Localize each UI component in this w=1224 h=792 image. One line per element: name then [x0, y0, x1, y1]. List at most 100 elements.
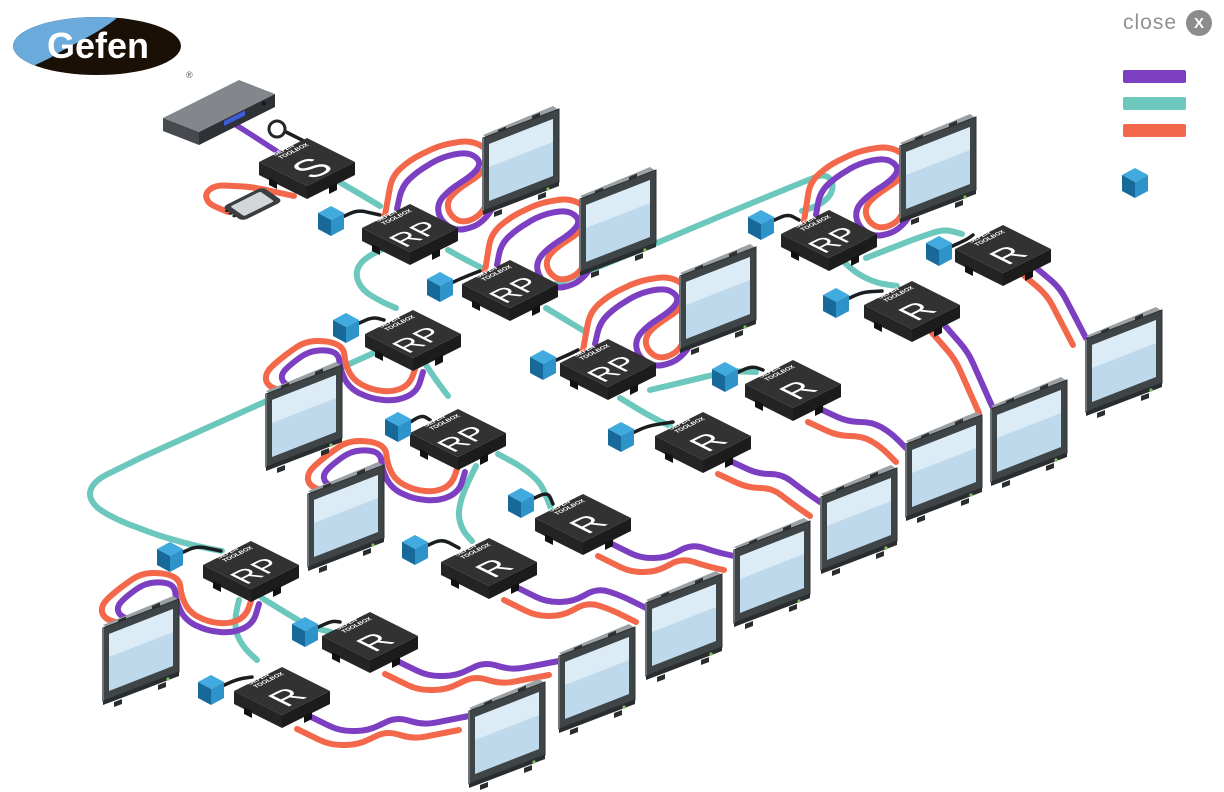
cube-r8	[198, 675, 224, 705]
tv-power-led-icon	[371, 543, 375, 547]
display-8	[1085, 307, 1163, 418]
display-11	[820, 465, 898, 576]
remote-keypad	[224, 188, 281, 220]
cube-r2	[823, 288, 849, 318]
display-7	[102, 596, 180, 707]
teal-cable-rp3-rp7	[87, 349, 379, 554]
teal-cable-rp1-rp2	[445, 247, 485, 271]
cube-rp3	[333, 313, 359, 343]
close-button[interactable]: close X	[1123, 10, 1212, 36]
cube-rp2	[427, 272, 453, 302]
cube-r7	[292, 617, 318, 647]
purple-cable-rp1-d1	[394, 150, 496, 233]
purple-cable-r7-d14	[392, 657, 562, 679]
display-3	[679, 244, 757, 355]
orange-cable-rp6-d6	[304, 438, 461, 497]
orange-cable-r3-d10	[805, 419, 899, 465]
cube-r5	[508, 488, 534, 518]
display-14	[558, 624, 636, 735]
wire-cube-rp5	[768, 213, 801, 224]
cube-r6	[402, 535, 428, 565]
orange-cable-rp7-d7	[98, 570, 255, 629]
teal-cable-s-rp1	[333, 177, 383, 209]
wire-cube-r7	[312, 619, 342, 631]
purple-cable-r2-d9	[937, 317, 995, 409]
wire-cube-r3	[732, 365, 765, 376]
tv-power-led-icon	[643, 248, 647, 252]
remote-screen	[231, 192, 274, 216]
close-x-icon: X	[1186, 10, 1212, 36]
wire-cube-rp2	[447, 269, 482, 286]
tv-power-led-icon	[963, 195, 967, 199]
orange-cable-remote-to-sender	[203, 182, 297, 215]
tv-power-led-icon	[532, 760, 536, 764]
display-10	[905, 412, 983, 523]
purple-cable-r5-d12	[605, 539, 737, 561]
cube-rp1	[318, 206, 344, 236]
teal-cable-rp5-r1	[863, 227, 965, 261]
wire-cube-r5	[528, 492, 555, 506]
orange-cable-rp4-d3	[580, 274, 691, 361]
purple-cable-rp4-d3	[592, 286, 694, 369]
tv-power-led-icon	[743, 325, 747, 329]
tv-power-led-icon	[166, 677, 170, 681]
legend-teal-cable-swatch	[1123, 97, 1186, 110]
purple-cable-rp2-d2	[494, 208, 595, 291]
cube-rp7	[157, 542, 183, 572]
gefen-logo: Gefen ®	[10, 16, 210, 82]
cube-r4	[608, 422, 634, 452]
wire-cube-r6	[422, 538, 461, 550]
legend-cube	[1122, 168, 1148, 198]
tv-power-led-icon	[1149, 388, 1153, 392]
display-5	[265, 362, 343, 473]
logo-swoosh	[13, 17, 118, 75]
purple-cable-rp7-d7	[114, 579, 262, 636]
tv-power-led-icon	[622, 705, 626, 709]
wire-cube-rp4	[550, 348, 580, 364]
tv-power-led-icon	[709, 652, 713, 656]
orange-cable-r4-d11	[715, 471, 813, 519]
wire-cube-rp6	[405, 414, 432, 426]
display-1	[482, 106, 560, 217]
wire-cube-r1	[946, 233, 975, 250]
wire-cube-r4	[628, 420, 675, 436]
cable-legend	[1123, 70, 1187, 151]
teal-cable-rp2-rp4	[543, 305, 587, 334]
orange-cable-rp2-d2	[482, 196, 592, 283]
display-4	[899, 114, 977, 225]
display-9	[990, 377, 1068, 488]
wire-cube-rp1	[338, 209, 382, 220]
purple-cable-r6-d13	[511, 583, 649, 611]
tv-power-led-icon	[1054, 458, 1058, 462]
registered-mark-icon: ®	[186, 70, 193, 80]
wire-cube-rp3	[353, 316, 386, 327]
purple-cable-rp6-d6	[320, 447, 468, 504]
orange-cable-r6-d13	[501, 597, 639, 625]
media-player	[163, 80, 275, 145]
wire-cube-rp7	[177, 545, 223, 556]
orange-cable-r2-d9	[924, 324, 982, 416]
cube-rp4	[530, 350, 556, 380]
cube-rp6	[385, 412, 411, 442]
tv-power-led-icon	[797, 599, 801, 603]
display-2	[579, 167, 657, 278]
tv-power-led-icon	[546, 187, 550, 191]
logo-wordmark: Gefen	[47, 25, 149, 66]
purple-cable-r8-d15	[304, 712, 472, 734]
orange-cable-r1-d8	[1018, 270, 1076, 348]
cube-rp5	[748, 210, 774, 240]
display-15	[468, 679, 546, 790]
orange-cable-rp5-d4	[801, 144, 911, 231]
